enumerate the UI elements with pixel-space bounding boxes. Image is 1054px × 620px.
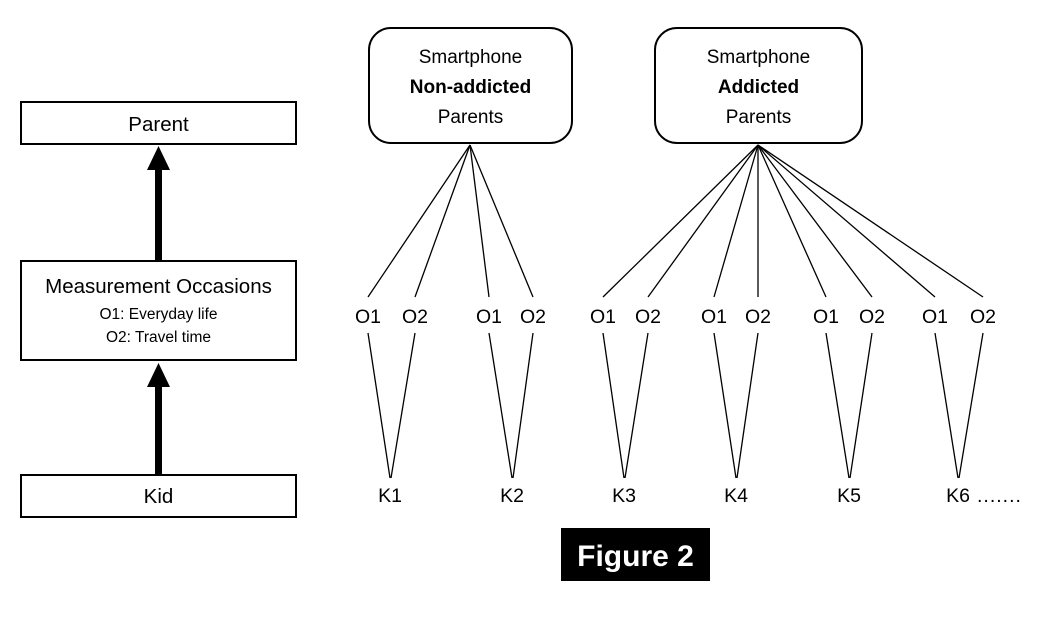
converge-line-k1-right — [390, 332, 416, 479]
measurement-occasions-box-title: Measurement Occasions — [45, 275, 272, 298]
figure-caption-label: Figure 2 — [577, 540, 694, 573]
arrow-head-upper — [147, 146, 170, 170]
left-box-kid: Kid — [20, 474, 297, 518]
group-box-non-addicted: Smartphone Non-addicted Parents — [368, 27, 573, 144]
kid-converge-lines — [367, 332, 984, 479]
converge-line-k6-left — [934, 332, 959, 479]
occasion-node-labels: O1 O2 O1 O2 O1 O2 O1 O2 O1 O2 O1 O2 — [355, 306, 996, 328]
occasion-label-k6-o1: O1 — [922, 306, 948, 328]
kid-continuation-ellipsis: ....... — [977, 485, 1022, 507]
kid-label-k2: K2 — [500, 485, 524, 507]
converge-line-k6-right — [958, 332, 984, 479]
fan-line-addicted-k4-o1 — [713, 144, 759, 298]
converge-line-k5-left — [825, 332, 850, 479]
fan-line-addicted-k6-o1 — [757, 144, 936, 298]
kid-label-k4: K4 — [724, 485, 748, 507]
parent-box-label: Parent — [128, 113, 189, 136]
occasion-label-k6-o2: O2 — [970, 306, 996, 328]
occasion-label-k1-o2: O2 — [402, 306, 428, 328]
figure-caption: Figure 2 — [561, 528, 710, 581]
fan-line-addicted-k5-o2 — [757, 144, 873, 298]
group-box-addicted: Smartphone Addicted Parents — [654, 27, 863, 144]
addicted-line-1: Smartphone — [707, 47, 811, 68]
converge-line-k4-right — [736, 332, 759, 479]
converge-line-k4-left — [713, 332, 737, 479]
fan-lines-non-addicted — [367, 144, 534, 298]
left-panel: Parent Measurement Occasions O1: Everyda… — [20, 101, 297, 518]
converge-line-k3-right — [624, 332, 649, 479]
occasion-label-k3-o2: O2 — [635, 306, 661, 328]
kid-label-k3: K3 — [612, 485, 636, 507]
kid-label-k1: K1 — [378, 485, 402, 507]
measurement-occasions-subline-1: O1: Everyday life — [99, 306, 217, 323]
fan-lines-addicted — [602, 144, 984, 298]
fan-line-addicted-k5-o1 — [757, 144, 827, 298]
addicted-line-3: Parents — [726, 107, 791, 128]
kid-box-label: Kid — [144, 485, 174, 508]
left-box-parent: Parent — [20, 101, 297, 145]
fan-line-nonaddicted-k2-o1 — [469, 144, 490, 298]
arrow-stem-lower — [155, 385, 162, 475]
non-addicted-box-outline — [368, 27, 573, 144]
non-addicted-line-3: Parents — [438, 107, 503, 128]
kid-label-k5: K5 — [837, 485, 861, 507]
arrow-stem-upper — [155, 168, 162, 261]
non-addicted-line-1: Smartphone — [419, 47, 523, 68]
arrow-occasions-to-parent — [147, 146, 170, 261]
arrow-kid-to-occasions — [147, 363, 170, 475]
fan-line-addicted-k6-o2 — [757, 144, 984, 298]
addicted-line-2: Addicted — [718, 77, 799, 98]
measurement-occasions-subline-2: O2: Travel time — [106, 329, 211, 346]
converge-line-k2-left — [488, 332, 513, 479]
converge-line-k5-right — [849, 332, 873, 479]
non-addicted-line-2: Non-addicted — [410, 77, 531, 98]
converge-line-k2-right — [512, 332, 534, 479]
occasion-label-k3-o1: O1 — [590, 306, 616, 328]
occasion-label-k4-o1: O1 — [701, 306, 727, 328]
arrow-head-lower — [147, 363, 170, 387]
occasion-label-k4-o2: O2 — [745, 306, 771, 328]
fan-line-addicted-k3-o2 — [647, 144, 759, 298]
measurement-occasions-box-outline — [20, 260, 297, 361]
fan-line-nonaddicted-k1-o2 — [414, 144, 471, 298]
fan-line-addicted-k3-o1 — [602, 144, 759, 298]
occasion-label-k2-o1: O1 — [476, 306, 502, 328]
kid-box-outline — [20, 474, 297, 518]
occasion-label-k2-o2: O2 — [520, 306, 546, 328]
occasion-label-k1-o1: O1 — [355, 306, 381, 328]
converge-line-k3-left — [602, 332, 625, 479]
converge-line-k1-left — [367, 332, 391, 479]
addicted-box-outline — [654, 27, 863, 144]
right-panel: Smartphone Non-addicted Parents Smartpho… — [355, 27, 1022, 507]
parent-box-outline — [20, 101, 297, 145]
fan-line-nonaddicted-k1-o1 — [367, 144, 471, 298]
figure-caption-background — [561, 528, 710, 581]
fan-line-nonaddicted-k2-o2 — [469, 144, 534, 298]
left-box-measurement-occasions: Measurement Occasions O1: Everyday life … — [20, 260, 297, 361]
occasion-label-k5-o2: O2 — [859, 306, 885, 328]
occasion-label-k5-o1: O1 — [813, 306, 839, 328]
kid-node-labels: K1 K2 K3 K4 K5 K6 ....... — [378, 485, 1022, 507]
kid-label-k6: K6 — [946, 485, 970, 507]
